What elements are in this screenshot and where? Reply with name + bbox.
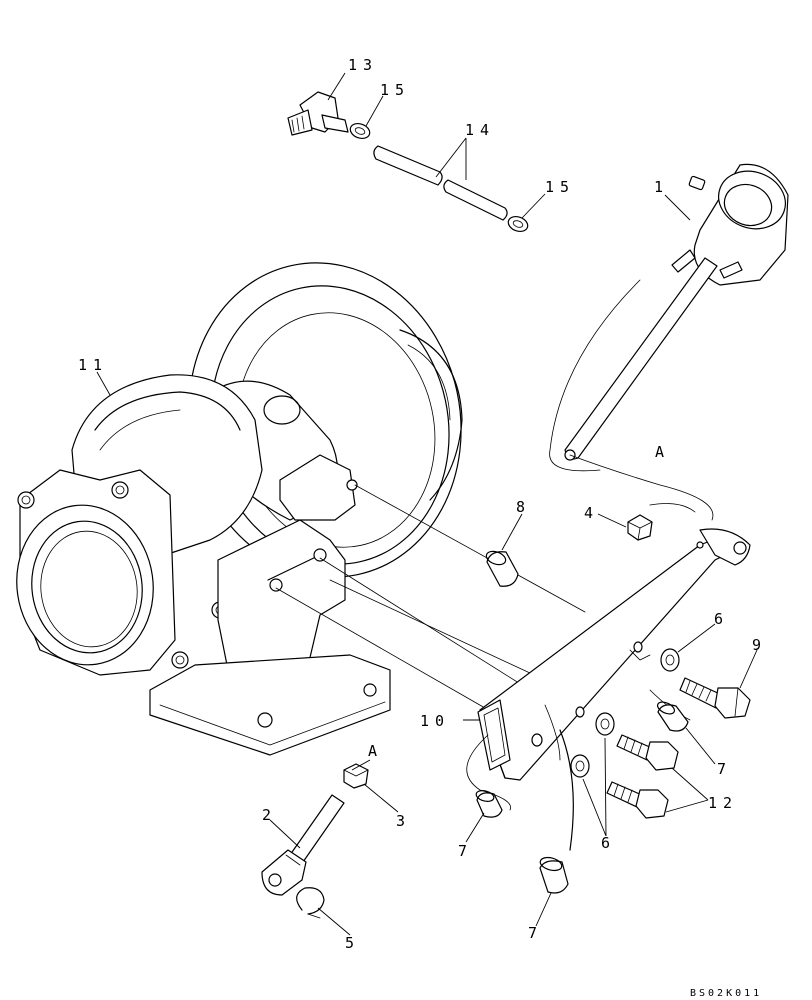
callout-14: 14 (465, 121, 495, 139)
hose-14-upper (373, 145, 443, 186)
bolt-12-lower (606, 781, 669, 819)
callout-7-left: 7 (458, 842, 473, 860)
callout-2: 2 (262, 806, 277, 824)
nut-4 (627, 514, 653, 541)
callout-6-upper: 6 (714, 610, 729, 628)
spacer-7-left (475, 790, 503, 818)
turbocharger-assembly (16, 262, 586, 756)
washer-6-mid (595, 712, 615, 736)
callout-10: 10 (420, 712, 450, 730)
clip-5 (296, 887, 325, 919)
connection-mark-a-upper: A (655, 443, 670, 461)
callout-12: 12 (708, 794, 738, 812)
spacer-7-right (656, 701, 689, 732)
callout-labels: 13 15 14 15 1 11 8 4 6 9 10 7 12 6 7 3 2… (78, 56, 767, 952)
leader-lines (96, 72, 758, 936)
hose-clamp-15-lower (507, 215, 529, 233)
drawing-reference-code: BS02K011 (690, 988, 762, 999)
hose-clamp-15-upper (349, 122, 371, 140)
callout-7-right: 7 (717, 760, 732, 778)
hose-14-lower (443, 179, 508, 221)
rod-end-2 (261, 794, 345, 896)
callout-1: 1 (654, 178, 669, 196)
wastegate-actuator (549, 163, 789, 472)
mounting-bracket (466, 528, 751, 811)
callout-8: 8 (516, 498, 531, 516)
spacer-7-bottom (539, 856, 569, 894)
bolt-9 (679, 677, 751, 719)
callout-11: 11 (78, 356, 108, 374)
elbow-fitting-13 (287, 91, 349, 136)
washer-6-lower (570, 754, 590, 778)
washer-6-upper (660, 648, 680, 672)
callout-13: 13 (348, 56, 378, 74)
callout-15-upper: 15 (380, 81, 410, 99)
connection-mark-a-lower: A (368, 742, 383, 760)
callout-3: 3 (396, 812, 411, 830)
callout-15-lower: 15 (545, 178, 575, 196)
callout-7-bottom: 7 (528, 924, 543, 942)
nut-3 (343, 763, 369, 789)
callout-9: 9 (752, 636, 767, 654)
callout-5: 5 (345, 934, 360, 952)
callout-4: 4 (584, 504, 599, 522)
callout-6-lower: 6 (601, 834, 616, 852)
flange-bolts (17, 481, 229, 669)
bolt-12-upper (616, 734, 679, 771)
spacer-sleeve-8 (485, 550, 519, 587)
